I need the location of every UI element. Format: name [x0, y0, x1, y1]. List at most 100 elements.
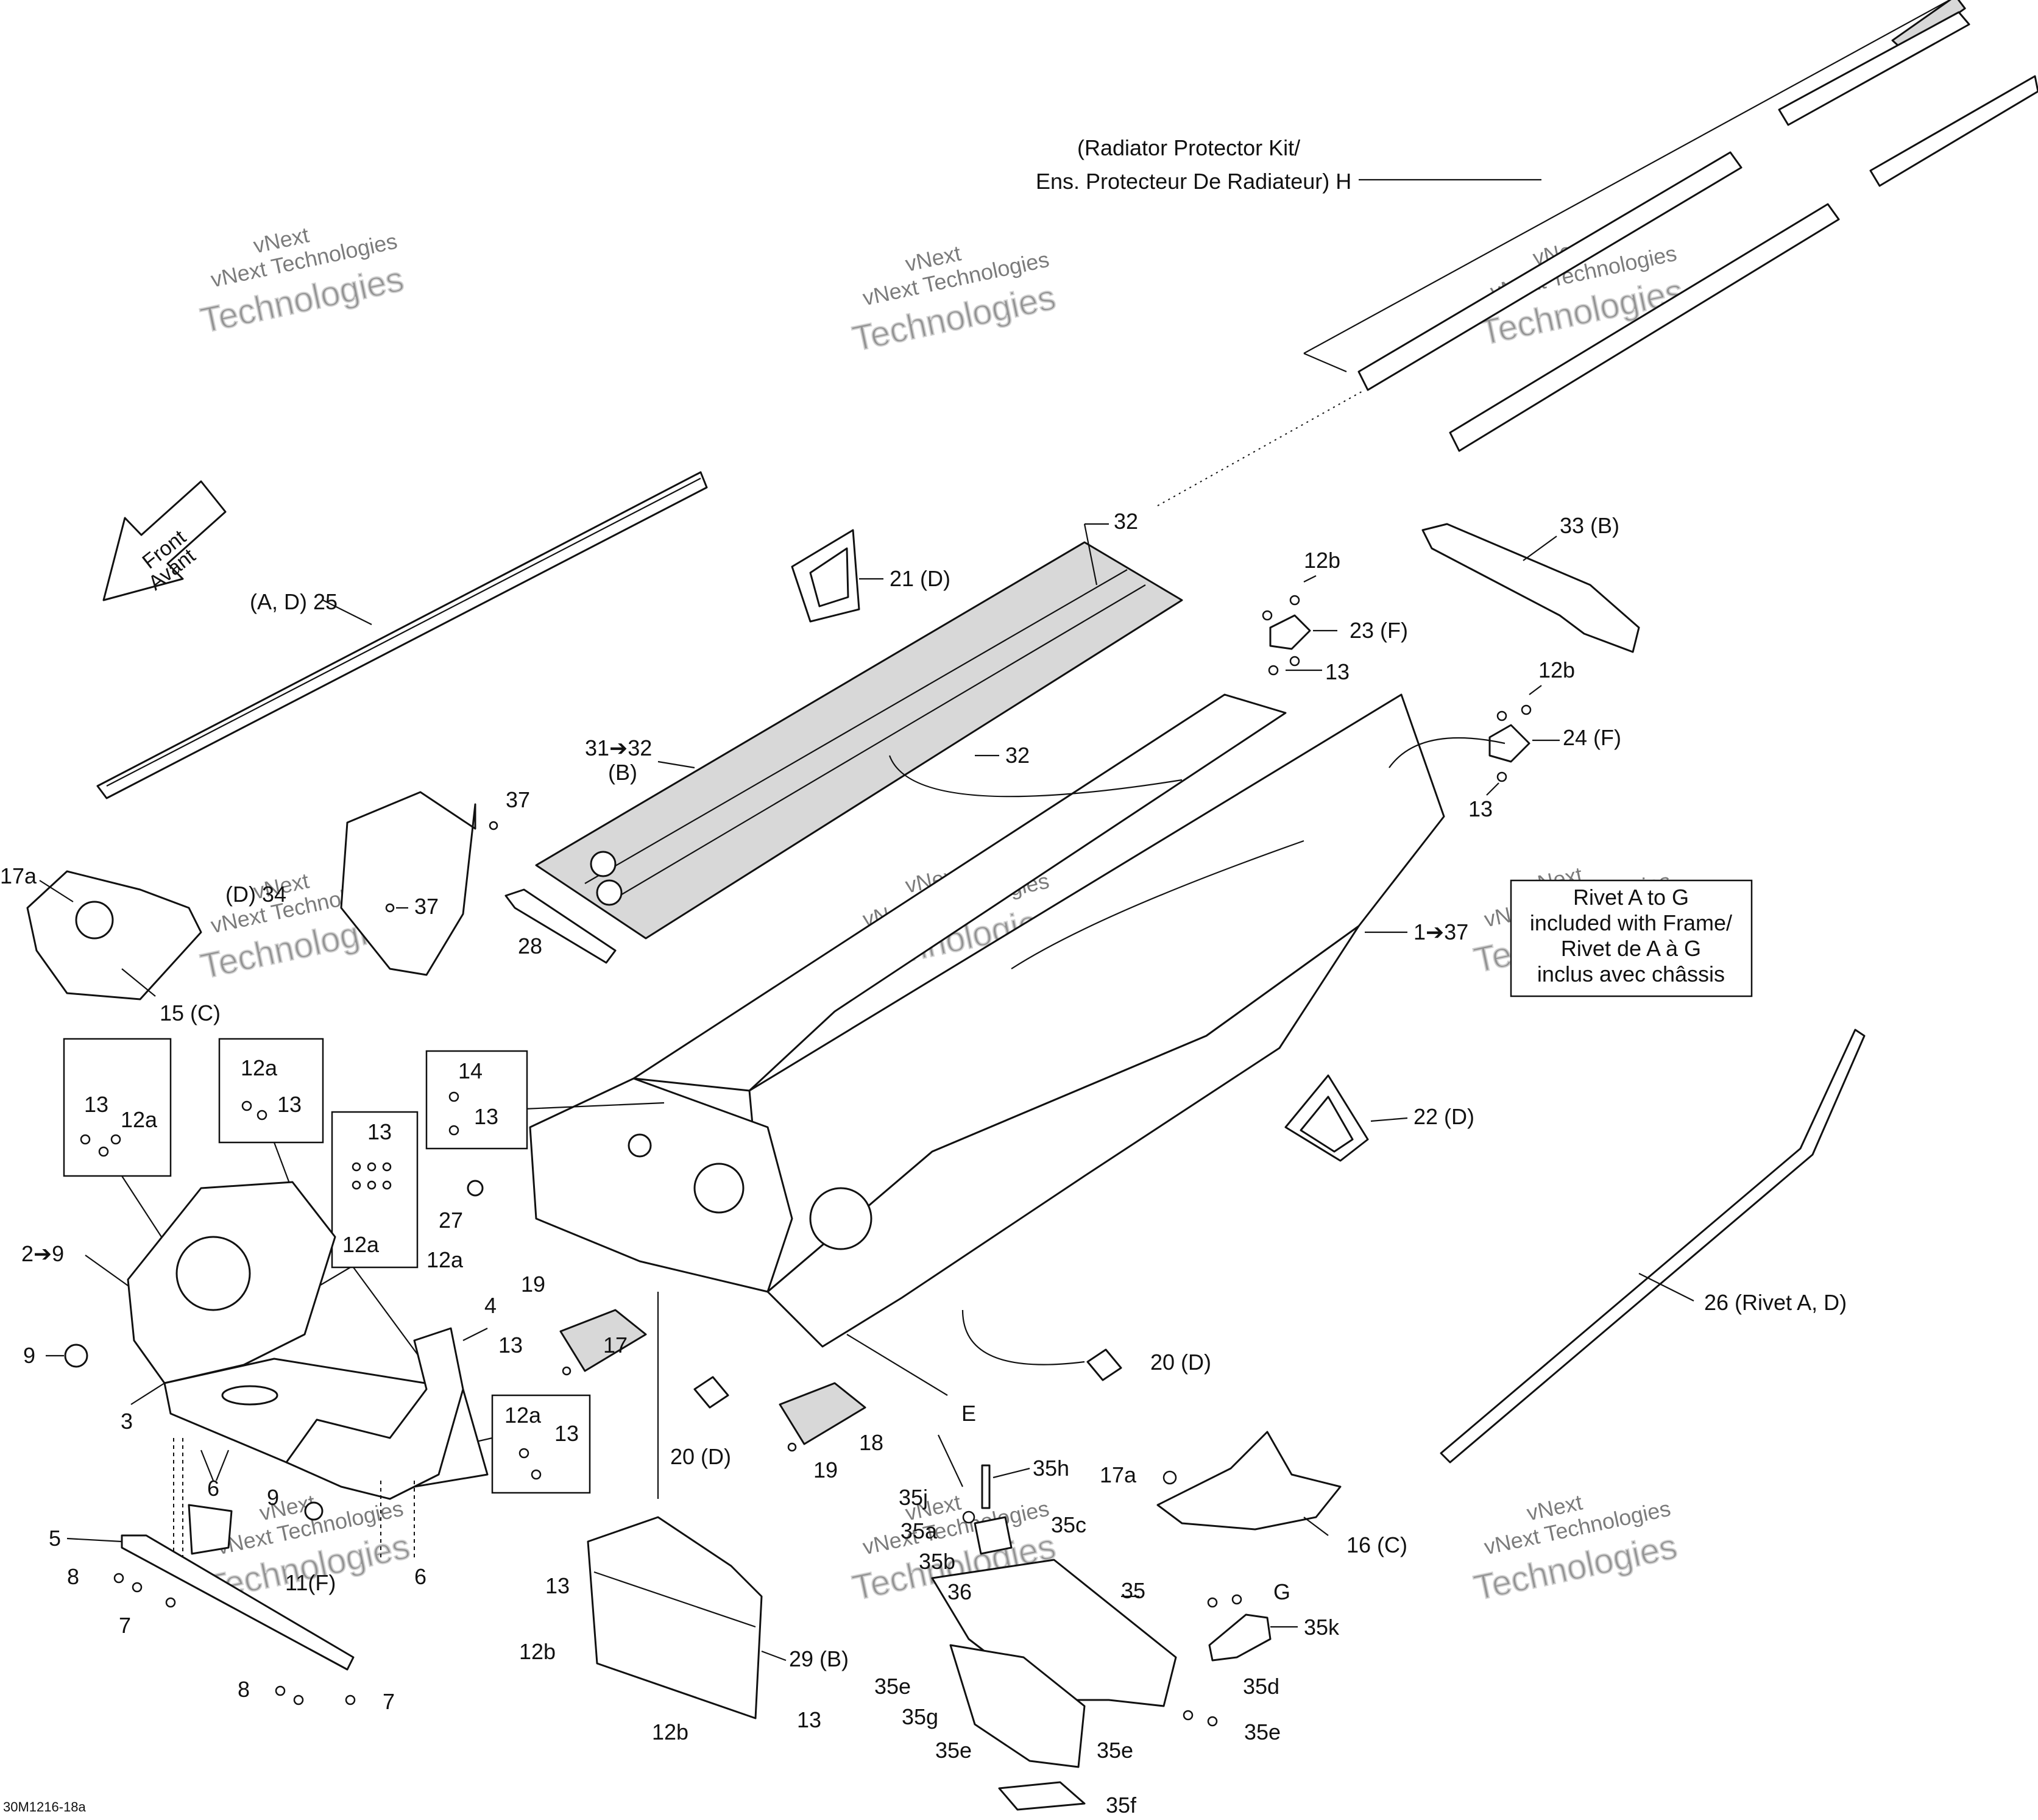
callout-5: 5 — [49, 1526, 61, 1551]
bolt-icon — [80, 1134, 91, 1145]
callout-6-b: 6 — [414, 1564, 426, 1589]
tunnel-side — [766, 925, 1360, 1348]
part-15 — [26, 870, 202, 1000]
leader-25 — [322, 600, 372, 625]
gusset-inner — [809, 547, 849, 607]
callout-box5-13: 13 — [554, 1421, 579, 1446]
callout-12a-c: 12a — [426, 1247, 464, 1272]
leader-12b — [1529, 685, 1542, 695]
nut-7 — [345, 1694, 356, 1705]
washer-35e — [1207, 1716, 1218, 1727]
callout-box3-13: 13 — [367, 1119, 392, 1144]
callout-13-d: 13 — [545, 1573, 570, 1598]
callout-18: 18 — [859, 1430, 883, 1455]
nut-g — [1231, 1594, 1242, 1605]
leader-6 — [200, 1450, 214, 1481]
callout-17a-a: 17a — [0, 863, 37, 888]
bulkhead-hole — [693, 1163, 745, 1214]
rivet-note-line1: Rivet A to G — [1573, 885, 1689, 910]
callout-35e-d: 35e — [1244, 1719, 1281, 1744]
arrow-guide — [888, 755, 1183, 798]
part-16 — [1156, 1431, 1342, 1536]
bolt-icon — [352, 1180, 361, 1190]
detail-box-4 — [425, 1050, 528, 1150]
grommet-9b — [304, 1501, 324, 1521]
callout-9-a: 9 — [23, 1343, 35, 1368]
callout-9-b: 9 — [267, 1485, 279, 1510]
washer-35j — [962, 1510, 975, 1524]
radiator-top — [535, 523, 1183, 940]
radiator-ridge — [584, 569, 1128, 884]
leader-3 — [130, 1383, 165, 1405]
callout-22: 22 (D) — [1414, 1104, 1474, 1129]
leader-2-9 — [85, 1255, 129, 1286]
callout-13-a: 13 — [1325, 659, 1350, 684]
leader-4 — [462, 1328, 488, 1341]
steering-support — [340, 791, 476, 976]
bolt-8 — [132, 1582, 143, 1593]
cover-hole — [75, 901, 114, 940]
radiator-cap — [590, 851, 617, 877]
callout-25: (A, D) 25 — [250, 589, 338, 614]
callout-17a-b: 17a — [1100, 1462, 1137, 1487]
bolt-icon — [241, 1100, 252, 1111]
callout-35: 35 — [1121, 1578, 1145, 1603]
reference-code: 30M1216-18a — [3, 1799, 87, 1815]
kit-label-line1: (Radiator Protector Kit/ — [1077, 135, 1300, 160]
callout-box4-13: 13 — [474, 1104, 498, 1129]
bolt-12b — [1262, 610, 1273, 621]
part-25-rail — [96, 471, 708, 799]
callout-box2-12a: 12a — [241, 1055, 278, 1080]
callout-35e-b: 35e — [935, 1738, 972, 1763]
callout-e: E — [961, 1401, 976, 1426]
radiator-panel — [535, 541, 1183, 940]
callout-35k: 35k — [1304, 1615, 1340, 1640]
gusset-22 — [1284, 1074, 1408, 1162]
callout-box1-13: 13 — [84, 1092, 108, 1117]
callout-7-b: 7 — [383, 1689, 395, 1714]
rivet-note-line4: inclus avec châssis — [1537, 961, 1725, 986]
frame-slot — [221, 1385, 278, 1406]
bolt-12b — [1521, 704, 1532, 715]
bolt-17a — [1162, 1470, 1177, 1485]
callout-23: 23 (F) — [1350, 618, 1408, 643]
leader-14-box — [523, 1102, 665, 1110]
bracket-35f — [998, 1781, 1086, 1811]
leader-35h — [992, 1467, 1030, 1479]
bolt-icon — [531, 1469, 542, 1480]
front-arm — [285, 1327, 464, 1500]
part-35k — [1183, 1594, 1298, 1727]
callout-36: 36 — [947, 1579, 972, 1604]
rail-edge — [106, 478, 701, 787]
nut-13 — [1289, 656, 1300, 667]
callout-13-b: 13 — [1468, 796, 1493, 821]
callout-32-mid: 32 — [1005, 743, 1030, 768]
bolt-8 — [275, 1685, 286, 1696]
gusset-inner — [1300, 1096, 1354, 1153]
bolt-icon — [110, 1134, 121, 1145]
pin-35h — [981, 1464, 991, 1509]
detail-box-3 — [267, 1111, 439, 1384]
rivet-note-line3: Rivet de A à G — [1561, 936, 1701, 961]
leader-13 — [1486, 782, 1499, 796]
bolt-8 — [293, 1694, 304, 1705]
part-5-11 — [66, 1504, 356, 1705]
radiator-bottom — [587, 1516, 787, 1719]
footrest-17 — [559, 1309, 647, 1376]
bolt-icon — [98, 1146, 109, 1157]
callout-20-b: 20 (D) — [1150, 1350, 1211, 1375]
callout-box2-13: 13 — [277, 1092, 302, 1117]
leader-31 — [657, 760, 695, 769]
callout-35e-c: 35e — [1097, 1738, 1133, 1763]
callout-12b-c: 12b — [519, 1639, 556, 1664]
callout-13-c: 13 — [498, 1333, 523, 1358]
callout-8-b: 8 — [238, 1677, 250, 1702]
tunnel-panel — [632, 693, 1287, 1092]
callout-35j: 35j — [899, 1485, 928, 1510]
protector-strip — [1778, 11, 1970, 126]
callout-28: 28 — [518, 933, 542, 958]
rivet-note-line2: included with Frame/ — [1530, 910, 1732, 935]
callout-12b-d: 12b — [652, 1719, 688, 1744]
bolt-icon — [382, 1180, 392, 1190]
bolt-8 — [113, 1573, 124, 1584]
